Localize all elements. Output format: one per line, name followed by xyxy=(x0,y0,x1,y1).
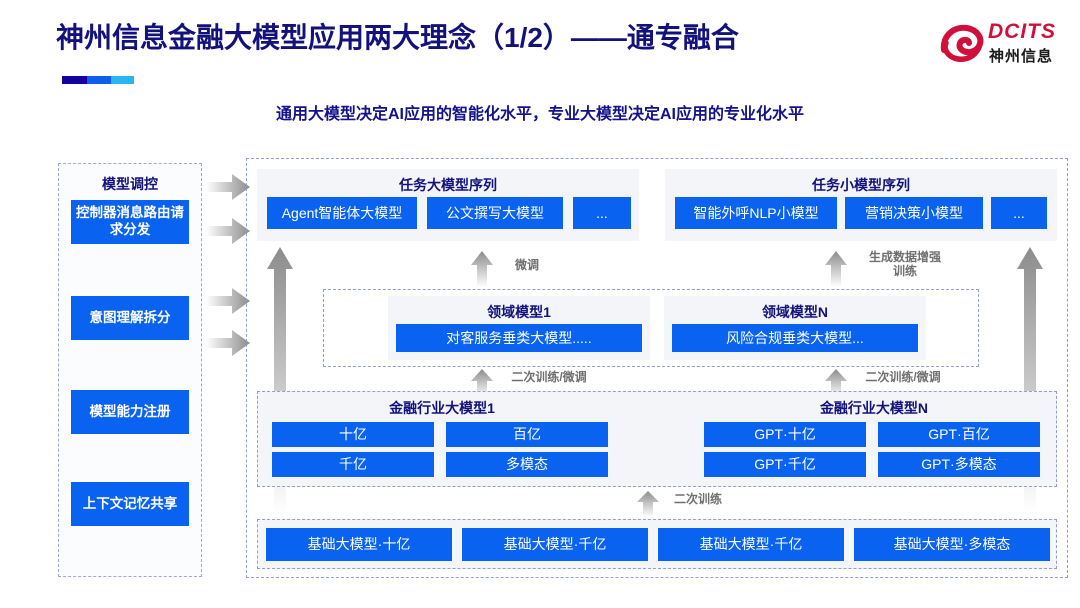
up-arrow-icon-retrain-right xyxy=(825,369,847,397)
sidebar-item-controller-routing[interactable]: 控制器消息路由请求分发 xyxy=(71,200,189,244)
accent-segment-2 xyxy=(87,76,111,84)
domain-model-n-title: 领域模型N xyxy=(761,304,829,320)
domain-model-1-title: 领域模型1 xyxy=(487,304,551,320)
task-small-model-sequence: 任务小模型序列 智能外呼NLP小模型 营销决策小模型 ... xyxy=(665,169,1057,241)
industry-model-1-item-1[interactable]: 百亿 xyxy=(446,422,608,447)
up-arrow-icon-retrain-left xyxy=(471,369,493,397)
industry-model-1-title: 金融行业大模型1 xyxy=(389,400,495,416)
industry-model-n-item-3[interactable]: GPT·多模态 xyxy=(878,452,1040,477)
domain-model-1: 领域模型1 对客服务垂类大模型..... xyxy=(388,296,650,360)
task-large-model-sequence: 任务大模型序列 Agent智能体大模型 公文撰写大模型 ... xyxy=(257,169,639,241)
right-arrow-icon-4 xyxy=(206,330,250,356)
domain-models-container: 领域模型1 对客服务垂类大模型..... 领域模型N 风险合规垂类大模型... xyxy=(323,289,979,367)
industry-model-n: 金融行业大模型N GPT·十亿 GPT·百亿 GPT·千亿 GPT·多模态 xyxy=(698,392,1050,488)
logo-text-en: DCITS xyxy=(988,20,1056,43)
task-small-model-sequence-title: 任务小模型序列 xyxy=(812,177,910,193)
task-small-item-marketing-decision[interactable]: 营销决策小模型 xyxy=(845,197,983,229)
logo-text-cn: 神州信息 xyxy=(989,48,1054,65)
sidebar-model-control: 模型调控 控制器消息路由请求分发 意图理解拆分 模型能力注册 上下文记忆共享 xyxy=(58,163,202,577)
industry-model-1: 金融行业大模型1 十亿 百亿 千亿 多模态 xyxy=(266,392,618,488)
task-small-item-more[interactable]: ... xyxy=(991,197,1047,229)
up-arrow-icon-tall-left xyxy=(267,247,293,513)
arrow-label-finetune-left: 微调 xyxy=(514,258,539,272)
accent-segment-3 xyxy=(110,76,134,84)
domain-model-n-item[interactable]: 风险合规垂类大模型... xyxy=(672,324,918,352)
industry-model-n-item-0[interactable]: GPT·十亿 xyxy=(704,422,866,447)
arrow-label-retrain-right: 二次训练/微调 xyxy=(865,370,941,384)
right-arrow-icon-2 xyxy=(206,218,250,244)
logo-swirl-icon xyxy=(940,24,984,62)
page-title: 神州信息金融大模型应用两大理念（1/2）——通专融合 xyxy=(56,22,739,53)
arrow-label-datagen: 生成数据增强 训练 xyxy=(868,250,941,278)
task-large-item-agent[interactable]: Agent智能体大模型 xyxy=(267,197,417,229)
arrow-label-retrain-center: 二次训练 xyxy=(673,492,722,506)
task-small-item-outbound-nlp[interactable]: 智能外呼NLP小模型 xyxy=(675,197,837,229)
task-large-model-sequence-title: 任务大模型序列 xyxy=(399,177,497,193)
domain-model-n: 领域模型N 风险合规垂类大模型... xyxy=(664,296,926,360)
base-model-1[interactable]: 基础大模型·千亿 xyxy=(462,528,648,561)
base-models-container: 基础大模型·十亿 基础大模型·千亿 基础大模型·千亿 基础大模型·多模态 xyxy=(257,519,1057,569)
up-arrow-icon-finetune-left xyxy=(471,251,493,287)
arrow-label-retrain-left: 二次训练/微调 xyxy=(511,370,587,384)
base-model-3[interactable]: 基础大模型·多模态 xyxy=(854,528,1050,561)
industry-model-n-item-2[interactable]: GPT·千亿 xyxy=(704,452,866,477)
up-arrow-icon-datagen-right xyxy=(825,251,847,287)
up-arrow-icon-tall-right xyxy=(1017,247,1043,513)
sidebar-item-capability-registry[interactable]: 模型能力注册 xyxy=(71,390,189,434)
task-large-item-doc-writing[interactable]: 公文撰写大模型 xyxy=(427,197,563,229)
sidebar-title: 模型调控 xyxy=(102,176,158,192)
up-arrow-icon-retrain-center xyxy=(637,491,659,517)
right-arrow-icon-3 xyxy=(206,288,250,314)
base-model-0[interactable]: 基础大模型·十亿 xyxy=(266,528,452,561)
industry-model-n-title: 金融行业大模型N xyxy=(819,400,929,416)
base-model-2[interactable]: 基础大模型·千亿 xyxy=(658,528,844,561)
industry-models-container: 金融行业大模型1 十亿 百亿 千亿 多模态 金融行业大模型N GPT·十亿 GP… xyxy=(257,391,1057,487)
sidebar-item-intent-parsing[interactable]: 意图理解拆分 xyxy=(71,296,189,340)
page-subtitle: 通用大模型决定AI应用的智能化水平，专业大模型决定AI应用的专业化水平 xyxy=(275,106,804,123)
right-arrow-icon-1 xyxy=(206,174,250,200)
architecture-diagram: 任务大模型序列 Agent智能体大模型 公文撰写大模型 ... 任务小模型序列 … xyxy=(246,158,1068,578)
dcits-logo: DCITS 神州信息 xyxy=(940,18,1064,76)
industry-model-1-item-3[interactable]: 多模态 xyxy=(446,452,608,477)
industry-model-n-item-1[interactable]: GPT·百亿 xyxy=(878,422,1040,447)
industry-model-1-item-0[interactable]: 十亿 xyxy=(272,422,434,447)
accent-segment-1 xyxy=(62,76,88,84)
domain-model-1-item[interactable]: 对客服务垂类大模型..... xyxy=(396,324,642,352)
industry-model-1-item-2[interactable]: 千亿 xyxy=(272,452,434,477)
sidebar-item-context-memory[interactable]: 上下文记忆共享 xyxy=(71,482,189,526)
task-large-item-more[interactable]: ... xyxy=(573,197,631,229)
accent-bar xyxy=(62,76,134,84)
